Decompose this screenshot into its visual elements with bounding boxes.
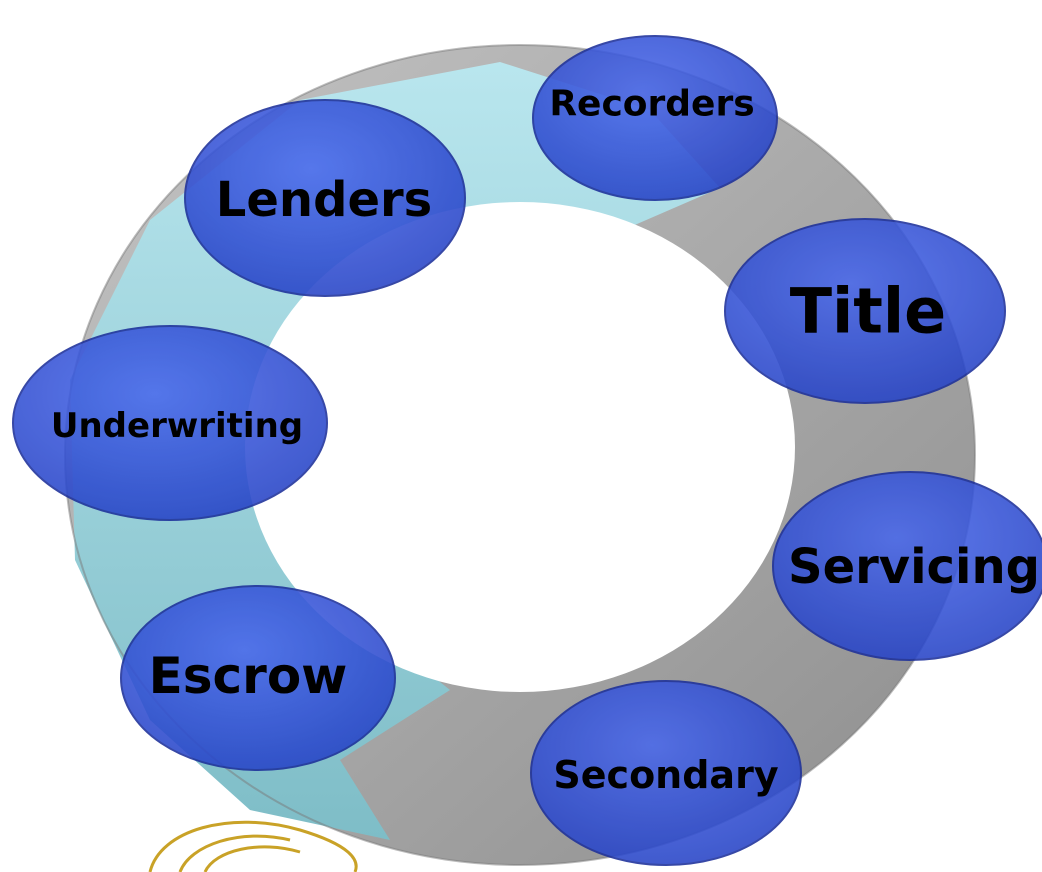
node-title: Title [724, 218, 1006, 404]
node-label-underwriting: Underwriting [51, 406, 303, 446]
node-escrow: Escrow [120, 585, 396, 771]
node-lenders: Lenders [184, 99, 466, 297]
node-label-escrow: Escrow [149, 647, 348, 705]
node-label-lenders: Lenders [216, 172, 432, 228]
node-underwriting: Underwriting [12, 325, 328, 521]
decorative-loops [148, 820, 358, 872]
node-label-secondary: Secondary [553, 753, 778, 797]
node-recorders: Recorders [532, 35, 778, 201]
node-secondary: Secondary [530, 680, 802, 866]
node-label-recorders: Recorders [549, 84, 754, 125]
node-servicing: Servicing [772, 471, 1042, 661]
node-label-title: Title [790, 275, 946, 348]
node-label-servicing: Servicing [788, 539, 1040, 595]
